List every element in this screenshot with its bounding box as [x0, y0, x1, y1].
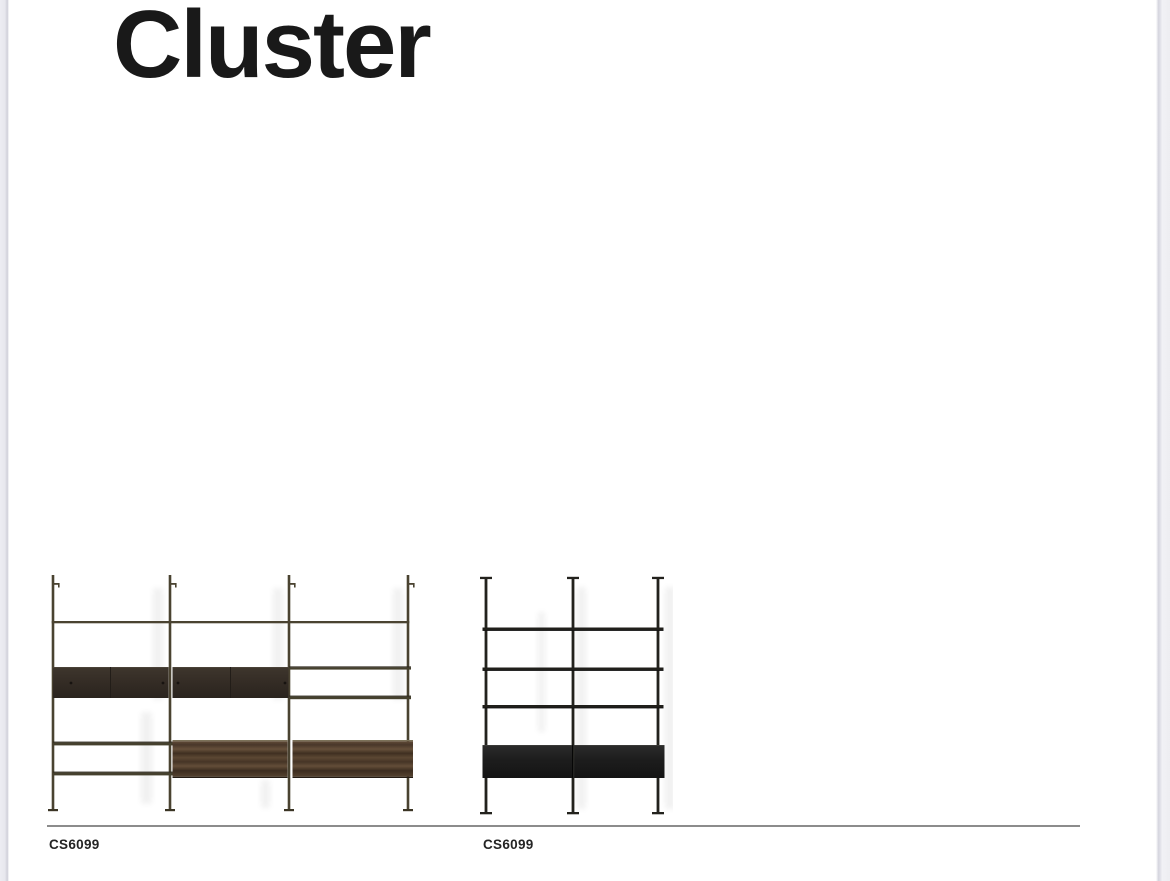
render-shadows: [141, 588, 403, 808]
render-shadows: [538, 587, 673, 809]
product-card-wall-unit[interactable]: [45, 572, 420, 815]
upper-cabinets: [53, 667, 289, 698]
black-cabinet: [482, 745, 665, 778]
product-code-label: CS6099: [483, 837, 534, 852]
product-card-shelving-tower[interactable]: [478, 572, 673, 820]
wall-shelving-unit-image: [48, 575, 415, 812]
page-title: Cluster: [113, 0, 432, 98]
page-edge-right: [1156, 0, 1170, 881]
top-rail: [51, 621, 410, 624]
upper-shelves: [289, 666, 411, 700]
product-code-label: CS6099: [49, 837, 100, 852]
upright-poles: [480, 576, 664, 815]
page-edge-left: [0, 0, 9, 881]
shelving-tower-image: [480, 576, 673, 815]
walnut-drawer-units: [172, 740, 413, 778]
lower-shelves: [53, 741, 174, 776]
divider-line: [47, 825, 1080, 827]
catalog-sheet: Cluster: [9, 0, 1156, 881]
shelves: [482, 627, 664, 709]
